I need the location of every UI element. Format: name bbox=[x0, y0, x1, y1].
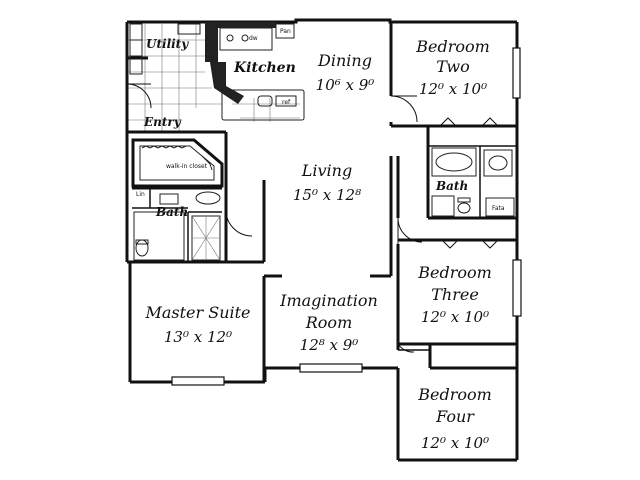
dw-label: dw bbox=[249, 35, 258, 42]
utility-label: Utility bbox=[146, 37, 189, 51]
master-bath-fixtures bbox=[133, 191, 221, 261]
dining-dims: 10⁶ x 9⁰ bbox=[316, 76, 375, 94]
imagination-room-name-1: Imagination bbox=[279, 291, 378, 310]
hall-bath-label: Bath bbox=[435, 179, 468, 193]
imagination-room-dims: 12⁸ x 9⁰ bbox=[300, 336, 359, 354]
master-suite-dims: 13⁰ x 12⁰ bbox=[164, 328, 232, 346]
walk-in-closet-label: walk-in closet bbox=[166, 163, 208, 170]
entry-label: Entry bbox=[143, 115, 182, 129]
hall-bath-fixtures: Fata Lin bbox=[136, 147, 515, 217]
tile-floor bbox=[128, 24, 300, 132]
interior-walls bbox=[127, 22, 517, 382]
room-labels: Dining 10⁶ x 9⁰ Bedroom Two 12⁰ x 10⁰ Li… bbox=[143, 37, 492, 452]
bedroom-two-dims: 12⁰ x 10⁰ bbox=[419, 80, 487, 98]
kitchen-label: Kitchen bbox=[233, 60, 296, 76]
kitchen-counter: Pan ref dw bbox=[205, 22, 305, 121]
bedroom-three-name-2: Three bbox=[431, 285, 479, 304]
bedroom-two-name-2: Two bbox=[436, 57, 469, 76]
dining-name: Dining bbox=[317, 51, 372, 70]
lin-label: Lin bbox=[136, 191, 145, 198]
master-suite-name: Master Suite bbox=[144, 303, 250, 322]
bedroom-four-name-1: Bedroom bbox=[417, 385, 492, 404]
bedroom-four-name-2: Four bbox=[435, 407, 475, 426]
master-bath-label: Bath bbox=[155, 205, 188, 219]
living-dims: 15⁰ x 12⁸ bbox=[293, 186, 361, 204]
bedroom-two-name-1: Bedroom bbox=[415, 37, 490, 56]
pan-label: Pan bbox=[280, 28, 291, 35]
imagination-room-name-2: Room bbox=[305, 313, 352, 332]
bedroom-four-dims: 12⁰ x 10⁰ bbox=[421, 434, 489, 452]
utility-fixtures bbox=[129, 23, 201, 75]
doors bbox=[126, 83, 499, 353]
bedroom-three-name-1: Bedroom bbox=[417, 263, 492, 282]
ref-label: ref bbox=[282, 99, 291, 106]
fata-label: Fata bbox=[492, 205, 505, 212]
bedroom-three-dims: 12⁰ x 10⁰ bbox=[421, 308, 489, 326]
walk-in-closet bbox=[131, 138, 224, 188]
living-name: Living bbox=[301, 161, 352, 180]
windows bbox=[171, 47, 522, 386]
